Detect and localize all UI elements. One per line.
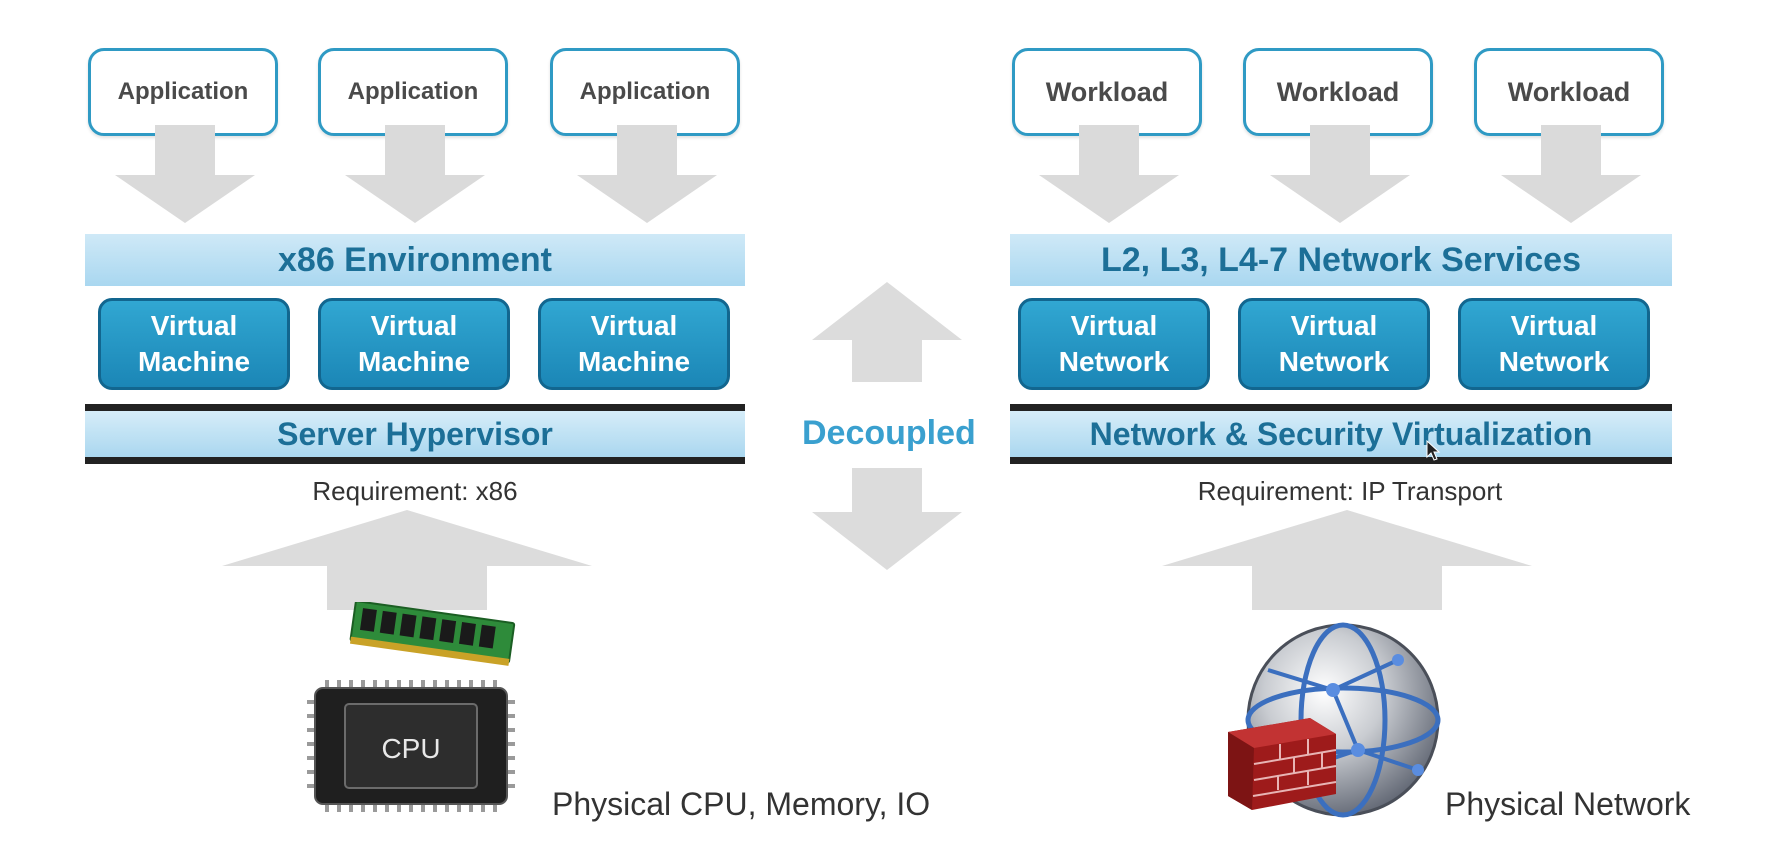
down-arrow-icon xyxy=(812,468,962,570)
network-services-band: L2, L3, L4-7 Network Services xyxy=(1010,234,1672,286)
cpu-chip-icon: CPU xyxy=(307,680,515,812)
cursor-icon xyxy=(1426,440,1441,461)
virtual-network-box: Virtual Network xyxy=(1458,298,1650,390)
workload-label: Workload xyxy=(1507,76,1631,107)
x86-environment-band: x86 Environment xyxy=(85,234,745,286)
up-arrow-icon xyxy=(222,510,592,610)
physical-network-label: Physical Network xyxy=(1445,786,1691,822)
vm-label-line2: Machine xyxy=(357,346,471,377)
application-label: Application xyxy=(347,78,479,105)
requirement-text: Requirement: x86 xyxy=(312,476,518,506)
workload-label: Workload xyxy=(1276,76,1400,107)
cpu-chip-label: CPU xyxy=(381,733,440,764)
memory-module-icon xyxy=(349,602,516,666)
virtual-machine-box: Virtual Machine xyxy=(538,298,730,390)
vm-label-line2: Machine xyxy=(577,346,691,377)
vn-label-line1: Virtual xyxy=(1070,310,1158,341)
virtual-network-box: Virtual Network xyxy=(1238,298,1430,390)
vm-label-line2: Machine xyxy=(137,346,251,377)
up-arrow-icon xyxy=(812,282,962,382)
network-security-virtualization-band: Network & Security Virtualization xyxy=(1010,404,1672,464)
vn-label-line1: Virtual xyxy=(1510,310,1598,341)
up-arrow-icon xyxy=(1162,510,1532,610)
down-arrow-icon xyxy=(577,125,717,223)
workload-box: Workload xyxy=(1243,48,1433,136)
virtual-machine-box: Virtual Machine xyxy=(318,298,510,390)
vn-label-line2: Network xyxy=(1058,346,1170,377)
network-services-label: L2, L3, L4-7 Network Services xyxy=(1101,240,1581,279)
server-hypervisor-label: Server Hypervisor xyxy=(277,415,553,452)
vm-label-line1: Virtual xyxy=(370,310,458,341)
server-hypervisor-band: Server Hypervisor xyxy=(85,404,745,464)
physical-compute-label: Physical CPU, Memory, IO xyxy=(552,786,931,822)
decoupled-label: Decoupled xyxy=(802,414,976,452)
application-box: Application xyxy=(88,48,278,136)
down-arrow-icon xyxy=(345,125,485,223)
virtual-network-box: Virtual Network xyxy=(1018,298,1210,390)
vm-label-line1: Virtual xyxy=(590,310,678,341)
x86-environment-label: x86 Environment xyxy=(278,240,552,279)
workload-box: Workload xyxy=(1012,48,1202,136)
down-arrow-icon xyxy=(115,125,255,223)
down-arrow-icon xyxy=(1270,125,1410,223)
vn-label-line1: Virtual xyxy=(1290,310,1378,341)
firewall-icon xyxy=(1228,718,1337,810)
workload-box: Workload xyxy=(1474,48,1664,136)
application-box: Application xyxy=(318,48,508,136)
application-label: Application xyxy=(579,78,711,105)
down-arrow-icon xyxy=(1501,125,1641,223)
workload-label: Workload xyxy=(1045,76,1169,107)
down-arrow-icon xyxy=(1039,125,1179,223)
vn-label-line2: Network xyxy=(1278,346,1390,377)
application-box: Application xyxy=(550,48,740,136)
vm-label-line1: Virtual xyxy=(150,310,238,341)
requirement-text: Requirement: IP Transport xyxy=(1197,476,1503,506)
network-security-virtualization-label: Network & Security Virtualization xyxy=(1089,415,1593,452)
application-label: Application xyxy=(117,78,249,105)
vn-label-line2: Network xyxy=(1498,346,1610,377)
virtual-machine-box: Virtual Machine xyxy=(98,298,290,390)
